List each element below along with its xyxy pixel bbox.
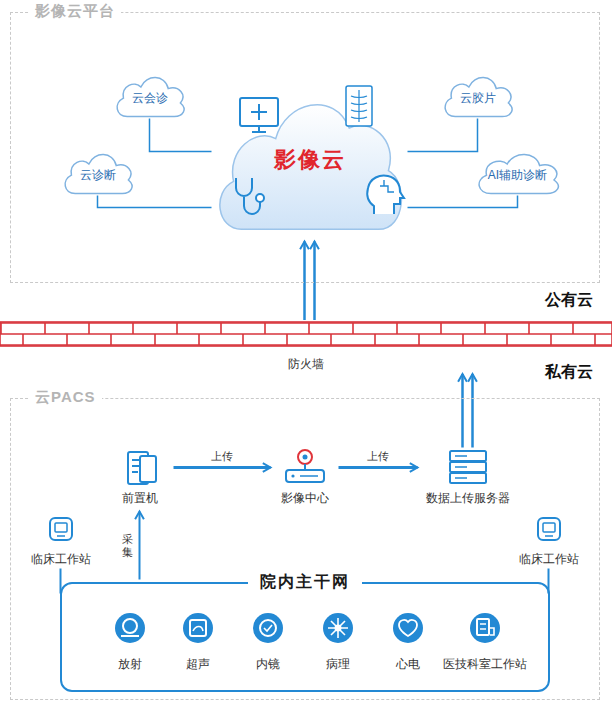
device-node: 医技科室工作站 [439, 610, 531, 672]
device-node: 临床工作站 [27, 515, 95, 567]
connector-line [313, 242, 316, 321]
connector-line [408, 196, 518, 208]
ai-head-icon [367, 176, 404, 215]
cloud-path [65, 154, 132, 193]
node-label: 前置机 [122, 490, 158, 506]
node-label: 影像云 [274, 147, 346, 173]
cloud-core: 影像云 [212, 80, 408, 240]
node-label: 临床工作站 [31, 551, 91, 567]
device-node: 心电 [378, 610, 438, 672]
connector-line [98, 196, 212, 208]
node-label: 临床工作站 [519, 551, 579, 567]
cloud-service: AI辅助诊断 [473, 148, 563, 196]
connector [305, 242, 315, 321]
connector [150, 119, 212, 152]
monitor-icon [240, 98, 278, 132]
cloud-path [479, 154, 558, 193]
connector [139, 512, 140, 580]
node-label: 病理 [326, 656, 350, 672]
edge-label: 上传 [366, 449, 390, 463]
xray-icon [346, 86, 372, 126]
device-node: 影像中心 [275, 450, 335, 506]
node-label: 心电 [396, 656, 420, 672]
cloud-zone-label: 公有云 [545, 290, 593, 310]
connector-line [408, 119, 478, 152]
edge-label: 采集 [122, 533, 133, 557]
connector-line [339, 466, 418, 469]
edge-label-box: 上传 [210, 449, 234, 463]
node-label: 防火墙 [288, 356, 324, 372]
node-label: 影像云平台 [29, 2, 121, 20]
cloud-path [117, 77, 184, 116]
node-label: 内镜 [256, 656, 280, 672]
connector-line [303, 242, 306, 321]
ecg-icon [393, 613, 423, 643]
cloud-path [445, 77, 512, 116]
node-label: 云PACS [29, 388, 102, 406]
image-center-icon [286, 450, 324, 482]
pathology-icon [323, 613, 353, 643]
region-panel: 云PACS前置机影像中心数据上传服务器临床工作站临床工作站院内主干网放射超声内镜… [10, 398, 600, 700]
cloud-path [219, 104, 401, 229]
zone-label: 公有云 [545, 290, 593, 310]
node-label: 云胶片 [460, 91, 496, 106]
connector-line [471, 374, 474, 448]
connector-line [139, 512, 141, 580]
node-label: 放射 [118, 656, 142, 672]
firewall-band: 防火墙 [0, 320, 612, 372]
lab-workstation-icon [470, 613, 500, 643]
device-node: 数据上传服务器 [422, 450, 514, 506]
edge-label-box: 采集 [122, 533, 133, 557]
cloud-service: 云胶片 [440, 71, 516, 119]
device-node: 病理 [308, 610, 368, 672]
firewall-bricks [0, 322, 612, 346]
radiology-icon [115, 613, 145, 643]
upload-server-icon [450, 451, 486, 483]
device-node: 临床工作站 [515, 515, 583, 567]
backbone-network: 院内主干网放射超声内镜病理心电医技科室工作站 [60, 582, 550, 692]
node-label: 院内主干网 [248, 572, 362, 592]
node-label: 超声 [186, 656, 210, 672]
connector [339, 467, 418, 468]
node-label: AI辅助诊断 [488, 168, 547, 183]
connector [408, 196, 518, 208]
edge-label: 上传 [210, 449, 234, 463]
device-node: 超声 [168, 610, 228, 672]
node-label: 数据上传服务器 [426, 490, 510, 506]
device-node: 前置机 [110, 450, 170, 506]
connector-line [461, 374, 464, 448]
workstation-icon [50, 518, 72, 540]
region-panel: 影像云平台影像云云会诊云胶片云诊断AI辅助诊断 [10, 12, 600, 283]
cloud-zone-label: 私有云 [545, 362, 593, 382]
cloud-service: 云会诊 [112, 71, 188, 119]
node-label: 影像中心 [281, 490, 329, 506]
connector [98, 196, 212, 208]
ultrasound-icon [183, 613, 213, 643]
cloud-service: 云诊断 [60, 148, 136, 196]
connector [463, 374, 473, 448]
front-end-server-icon [128, 452, 156, 484]
node-label: 云会诊 [132, 91, 168, 106]
connector [174, 467, 271, 468]
connector [408, 119, 478, 152]
endoscopy-icon [253, 613, 283, 643]
stethoscope-icon [236, 178, 264, 214]
zone-label: 私有云 [545, 362, 593, 382]
edge-label-box: 上传 [366, 449, 390, 463]
node-label: 云诊断 [80, 168, 116, 183]
device-node: 放射 [100, 610, 160, 672]
node-label: 医技科室工作站 [443, 656, 527, 672]
connector-line [150, 119, 212, 152]
workstation-icon [538, 518, 560, 540]
device-node: 内镜 [238, 610, 298, 672]
connector-line [174, 466, 271, 469]
